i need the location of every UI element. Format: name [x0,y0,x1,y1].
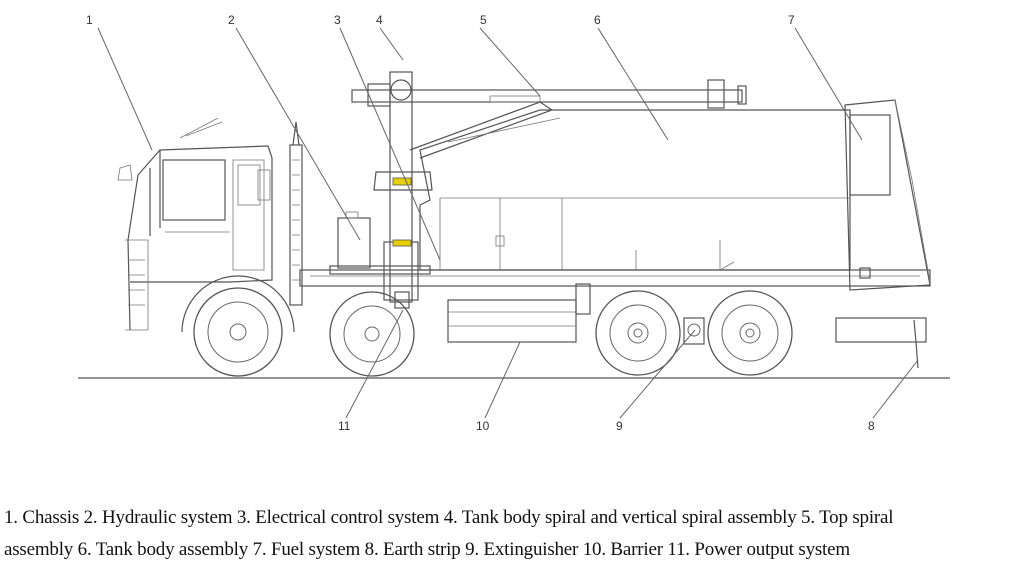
legend-caption: 1. Chassis 2. Hydraulic system 3. Electr… [4,502,1020,566]
callout-1: 1 [86,13,93,27]
callout-11: 11 [338,419,351,433]
leader-lines [97,27,919,419]
legend-line-1: 1. Chassis 2. Hydraulic system 3. Electr… [4,507,894,528]
rear-wheel-2 [707,290,793,376]
barrier [447,283,591,343]
front-wheel [181,275,295,377]
callout-10: 10 [476,419,490,433]
legend-line-2: assembly 6. Tank body assembly 7. Fuel s… [4,539,850,560]
tank-body [419,109,851,271]
rear-fuel-system [835,99,931,343]
truck-diagram: 1 2 3 4 5 6 7 8 9 10 11 [78,13,950,433]
callout-7: 7 [788,13,795,27]
top-spiral [351,79,747,159]
callout-2: 2 [228,13,235,27]
callout-3: 3 [334,13,341,27]
callout-8: 8 [868,419,875,433]
callout-6: 6 [594,13,601,27]
second-wheel [329,291,415,377]
rear-wheel-1 [595,290,681,376]
exhaust-pipe [289,121,303,306]
vertical-spiral [373,71,433,309]
cab [117,117,273,331]
hydraulic-box [337,211,371,269]
chassis-frame [299,265,931,287]
extinguisher [683,317,705,345]
earth-strip [913,319,919,369]
callout-5: 5 [480,13,487,27]
callout-4: 4 [376,13,383,27]
callout-9: 9 [616,419,623,433]
